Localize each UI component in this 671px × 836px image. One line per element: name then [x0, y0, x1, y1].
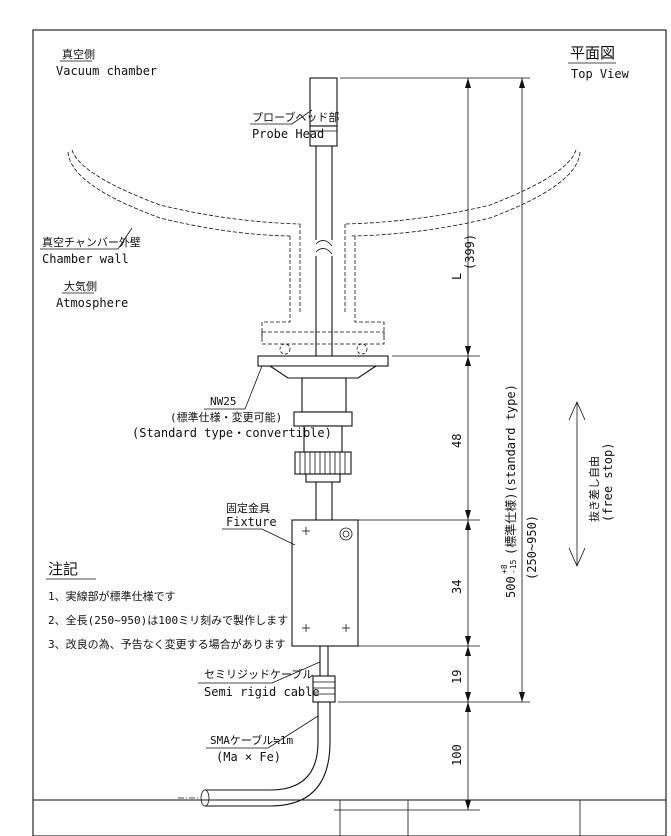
atmosphere-label-jp: 大気側 — [64, 279, 97, 293]
chamber-wall-label-en: Chamber wall — [42, 252, 129, 266]
chamber-port-right — [354, 236, 385, 340]
chamber-wall-label-jp: 真空チャンバー外壁 — [42, 235, 141, 249]
flange-neck — [301, 377, 347, 413]
nw25-flange-taper — [268, 365, 378, 379]
note-item: 1、実線部が標準仕様です — [48, 589, 176, 603]
fixture-label-jp: 固定金具 — [226, 501, 270, 515]
sma-connector — [312, 675, 336, 703]
chamber-wall-curve-inner — [71, 149, 301, 225]
leader-fixture — [222, 528, 296, 546]
dim-48: 48 — [450, 434, 464, 448]
cable-end — [200, 789, 210, 807]
chamber-port-left — [261, 236, 291, 340]
probe-head-label-en: Probe Head — [252, 127, 324, 141]
knurled-nut — [294, 451, 352, 475]
flange-note-jp: (標準仕様・変更可能) — [170, 410, 282, 424]
leader-sma — [206, 715, 319, 749]
extension-lines — [334, 77, 530, 811]
dim-total-tol-upper: +8 — [500, 564, 509, 574]
dimension-arrows — [465, 78, 471, 810]
note-item: 3、改良の為、予告なく変更する場合があります — [48, 637, 286, 651]
fixture-screw — [339, 527, 353, 541]
top-view-label-en: Top View — [571, 67, 630, 81]
probe-head-label-jp: プローブヘッド部 — [252, 110, 339, 124]
chamber-wall-curve-inner — [344, 149, 577, 225]
chamber-wall-curve — [349, 151, 581, 237]
dim-total-main: 500 — [504, 576, 518, 598]
leader-probe-head — [250, 109, 313, 125]
fixture-block — [291, 519, 359, 647]
fixture-holes — [302, 527, 350, 632]
vacuum-side-label-jp: 真空側 — [62, 47, 95, 61]
nw25-flange — [257, 355, 389, 367]
leader-nw25 — [204, 365, 263, 410]
fixture-screw-inner — [342, 530, 350, 538]
flange-note-en: (Standard type・convertible) — [132, 426, 332, 440]
vacuum-side-label-en: Vacuum chamber — [56, 64, 157, 78]
dim-total-tol-lower: -15 — [509, 559, 518, 574]
free-stop-label-jp: 抜き差し自由 — [587, 456, 601, 522]
sma-cable — [205, 702, 331, 807]
notes-title: 注記 — [48, 560, 78, 578]
sma-cable — [205, 702, 319, 791]
semirigid-label-en: Semi rigid cable — [204, 685, 320, 699]
note-item: 2、全長(250~950)は100ミリ刻みで製作します — [48, 613, 288, 627]
dim-total-range: (250~950) — [525, 515, 539, 580]
probe-head-body — [309, 77, 338, 127]
chamber-wall-curve — [67, 151, 291, 237]
dim-34: 34 — [450, 580, 464, 594]
clamp-bolt-left — [279, 343, 291, 355]
free-stop-label-en: (free stop) — [601, 443, 615, 522]
nut-upper — [293, 411, 353, 427]
atmosphere-label-en: Atmosphere — [56, 296, 128, 310]
flange-label: NW25 — [210, 395, 237, 408]
leader-chamber-wall — [40, 227, 133, 250]
chamber-clamp — [261, 331, 385, 345]
sma-label-en: (Ma × Fe) — [216, 750, 281, 764]
dim-l-label: L — [450, 273, 464, 280]
shaft-break-mark — [315, 240, 333, 247]
free-stop-arrow-head-down — [568, 547, 586, 567]
drawing-frame — [32, 29, 667, 836]
dim-l-value: (399) — [463, 234, 477, 270]
top-view-label-jp: 平面図 — [570, 44, 615, 62]
shaft-break-mark — [315, 248, 333, 255]
knurl-lines — [299, 452, 346, 474]
clamp-bolt-right — [356, 343, 368, 355]
fixture-label-en: Fixture — [226, 515, 277, 529]
semirigid-label-jp: セミリジッドケーブル — [204, 667, 313, 681]
sma-label-jp: SMAケーブル≒1m — [210, 733, 293, 747]
free-stop-arrow-head-up — [568, 401, 586, 421]
nut-lower — [305, 473, 341, 483]
dim-19: 19 — [450, 670, 464, 684]
dim-total-note: (標準仕様)(standard type) — [503, 384, 518, 555]
dim-100: 100 — [450, 744, 464, 766]
leader-semirigid — [198, 661, 321, 684]
total-dimension-arrows — [519, 78, 525, 702]
